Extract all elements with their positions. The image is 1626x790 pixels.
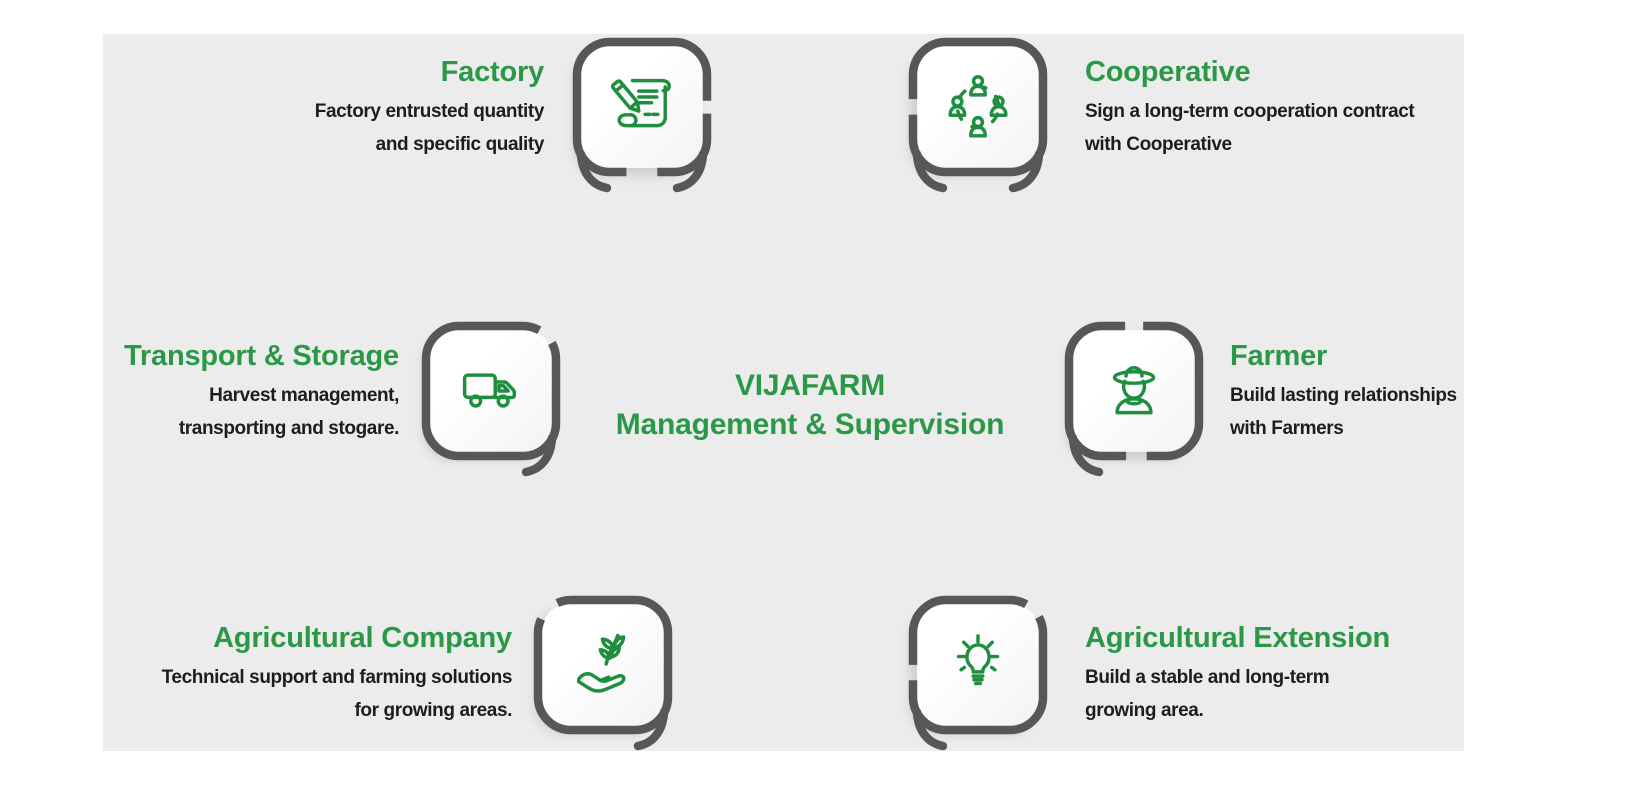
transport-storage-label: Transport & Storage Harvest management, … [124, 338, 399, 445]
agricultural-company-icon-card [530, 592, 676, 751]
factory-card-face [581, 46, 703, 168]
transport-card-frame [421, 321, 561, 477]
cooperative-title: Cooperative [1085, 56, 1251, 88]
agricultural-company-label: Agricultural Company Technical support a… [161, 620, 513, 727]
factory-icon-card [569, 34, 715, 193]
farmer-title: Farmer [1230, 340, 1328, 372]
group-icon [948, 74, 1008, 138]
center-heading: VIJAFARM Management & Supervision [560, 366, 1060, 444]
agricultural-company-title: Agricultural Company [213, 622, 512, 654]
cooperative-desc-line1: Sign a long-term cooperation contract [1085, 101, 1415, 122]
factory-label: Factory Factory entrusted quantity and s… [314, 54, 545, 161]
center-heading-line1: VIJAFARM [734, 369, 886, 402]
farmer-icon-card [1061, 318, 1207, 477]
cooperative-label: Cooperative Sign a long-term cooperation… [1085, 54, 1415, 161]
agricultural-company-card-face [542, 604, 664, 726]
agricultural-company-desc-line1: Technical support and farming solutions [161, 667, 513, 688]
agricultural-extension-desc-line2: growing area. [1085, 699, 1204, 721]
agricultural-extension-card-frame [908, 595, 1048, 751]
agricultural-company-desc-line2: for growing areas. [354, 699, 512, 721]
cooperative-icon-card [905, 34, 1051, 193]
factory-desc-line1: Factory entrusted quantity [314, 101, 545, 122]
background-panel [103, 34, 1464, 751]
farmer-desc-line2: with Farmers [1230, 417, 1344, 439]
lightbulb-icon [956, 634, 1000, 686]
truck-icon [462, 373, 517, 408]
agricultural-extension-title: Agricultural Extension [1085, 622, 1390, 654]
agricultural-extension-label: Agricultural Extension Build a stable an… [1085, 620, 1390, 727]
farmer-card-face [1073, 330, 1195, 452]
agricultural-company-card-frame [533, 595, 673, 751]
farmer-desc-line1: Build lasting relationships [1230, 385, 1457, 406]
farmer-label: Farmer Build lasting relationships with … [1230, 338, 1457, 445]
transport-storage-desc-line1: Harvest management, [209, 385, 399, 406]
factory-card-frame [572, 37, 712, 193]
agricultural-extension-icon-card [905, 592, 1051, 751]
transport-storage-desc-line2: transporting and stogare. [178, 417, 400, 439]
contract-icon [610, 78, 671, 128]
transport-storage-title: Transport & Storage [124, 340, 399, 372]
agricultural-extension-desc-line1: Build a stable and long-term [1085, 667, 1330, 688]
factory-title: Factory [440, 56, 545, 88]
farmer-card-frame [1064, 321, 1204, 477]
farmer-icon [1112, 366, 1156, 415]
wheat-hand-icon [576, 633, 626, 693]
transport-card-face [430, 330, 552, 452]
cooperative-card-face [917, 46, 1039, 168]
agricultural-extension-card-face [917, 604, 1039, 726]
factory-desc-line2: and specific quality [375, 133, 545, 155]
cooperative-card-frame [908, 37, 1048, 193]
center-heading-line2: Management & Supervision [615, 408, 1005, 441]
cooperative-desc-line2: with Cooperative [1085, 133, 1232, 155]
transport-storage-icon-card [418, 318, 564, 477]
